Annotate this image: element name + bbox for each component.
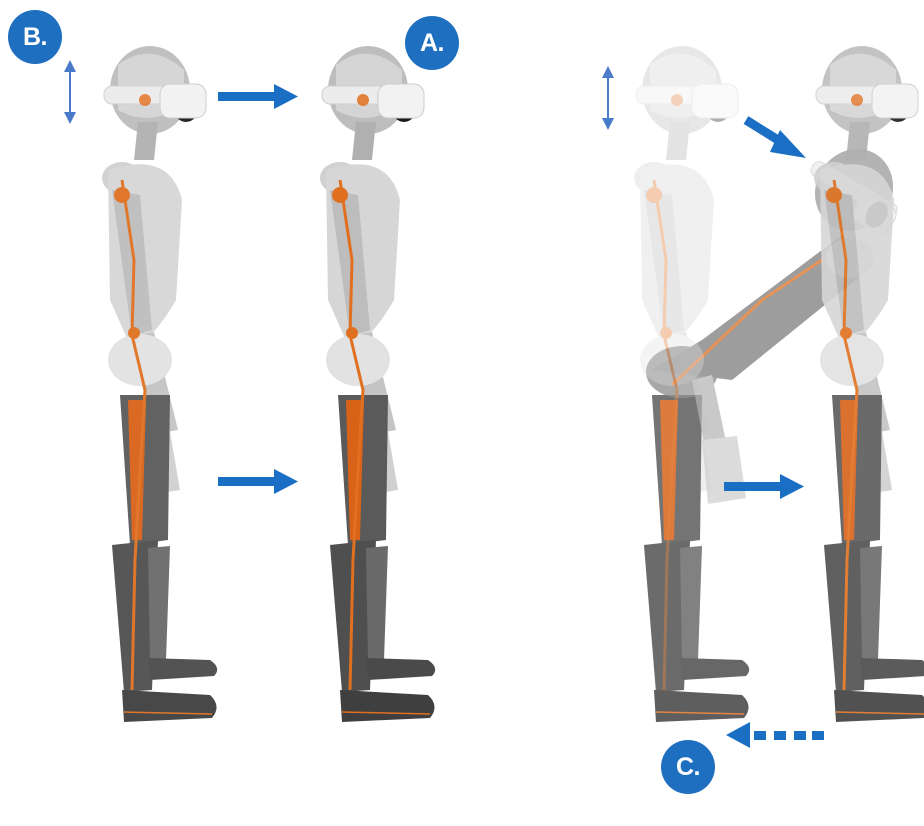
figure-standing-before-b [102, 46, 217, 722]
label-badge-b: B. [8, 10, 62, 64]
label-badge-c: C. [661, 740, 715, 794]
figure-standing-after-a [320, 46, 435, 722]
arrow-diagonal-down-right [746, 120, 806, 158]
figure-standing-right [814, 46, 924, 722]
arrow-head-right [218, 84, 298, 109]
label-badge-a: A. [405, 16, 459, 70]
arrow-dashed-left [726, 722, 824, 748]
arrow-hip-right [218, 469, 298, 494]
